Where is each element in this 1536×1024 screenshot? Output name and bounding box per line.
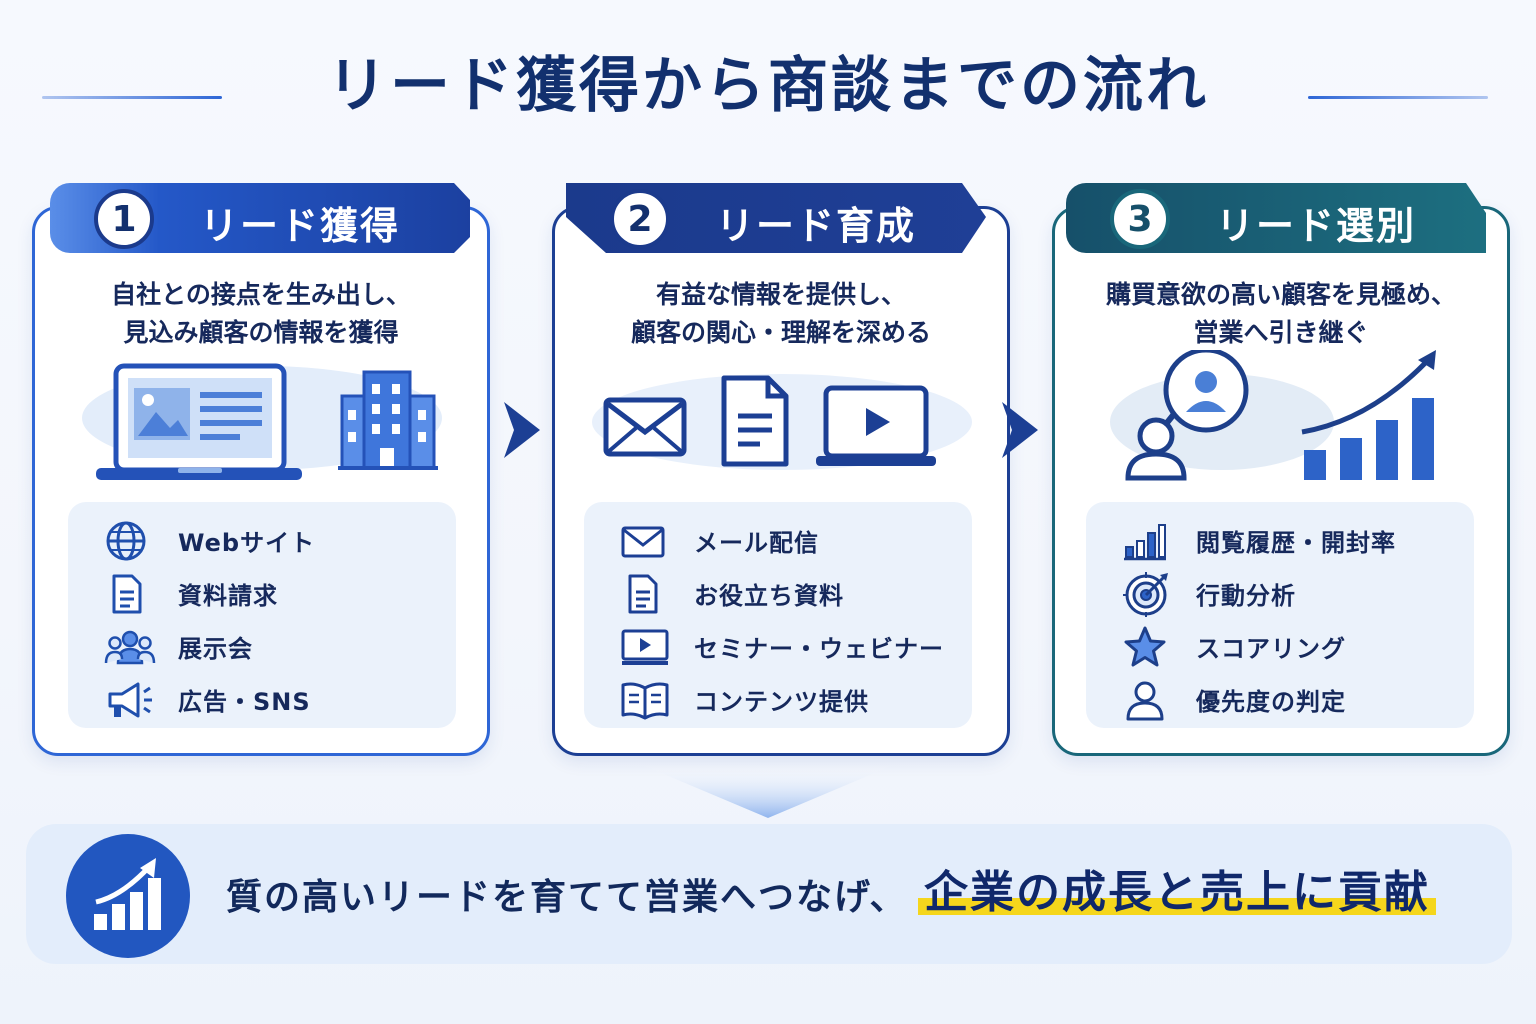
flow-down-arrow [640,764,896,820]
step-number-2: 2 [610,189,670,249]
step-list-1: Webサイト 資料請求 展示会 広告・SNS [68,502,456,728]
list-item: Webサイト [68,514,456,567]
video-laptop-icon [816,385,936,466]
building-icon [338,370,438,470]
list-item: 資料請求 [68,567,456,620]
title-divider-right [1308,96,1488,99]
envelope-icon [620,519,676,563]
magnifier-person-icon [1125,347,1249,481]
list-item-label: Webサイト [178,529,316,557]
step-description-1-line2: 見込み顧客の情報を獲得 [123,318,399,347]
list-item-label: 広告・SNS [178,688,311,716]
page-title: リード獲得から商談までの流れ [327,51,1209,121]
step-title-3: リード選別 [1216,204,1417,248]
growth-chart-icon [1301,350,1436,480]
step-illustration-1 [52,350,472,490]
title-section: リード獲得から商談までの流れ [0,38,1536,138]
step-number-3: 3 [1110,189,1170,249]
step-illustration-3 [1072,347,1492,490]
step-title-1: リード獲得 [200,204,401,248]
list-item: お役立ち資料 [584,567,972,620]
step-description-3-line2: 営業へ引き継ぐ [1193,318,1369,347]
step-description-2-line2: 顧客の関心・理解を深める [630,318,931,347]
step-illustration-2 [572,350,992,490]
conclusion-banner: 質の高いリードを育てて営業へつなげ、 企業の成長と売上に貢献 [26,824,1512,964]
step-number-1: 1 [94,189,154,249]
list-item: 展示会 [68,620,456,673]
step-description-3: 購買意欲の高い顧客を見極め、 営業へ引き継ぐ [1052,276,1510,352]
bar-chart-icon [1122,519,1178,563]
person-icon [1122,678,1178,722]
step-banner-3: 3 リード選別 [1066,183,1486,253]
list-item-label: スコアリング [1196,635,1346,663]
title-divider-left [42,96,222,99]
list-item: 行動分析 [1086,567,1474,620]
list-item-label: コンテンツ提供 [694,688,869,716]
list-item: 閲覧履歴・開封率 [1086,514,1474,567]
step-description-2: 有益な情報を提供し、 顧客の関心・理解を深める [552,276,1010,352]
list-item-label: セミナー・ウェビナー [694,635,944,663]
laptop-web-icon [96,363,302,480]
conclusion-highlight: 企業の成長と売上に貢献 [918,856,1436,920]
step-description-1: 自社との接点を生み出し、 見込み顧客の情報を獲得 [32,276,490,352]
list-item: スコアリング [1086,620,1474,673]
list-item-label: 閲覧履歴・開封率 [1196,529,1396,557]
conclusion-text: 質の高いリードを育てて営業へつなげ、 [226,877,908,918]
list-item: メール配信 [584,514,972,567]
list-item: セミナー・ウェビナー [584,620,972,673]
envelope-icon [603,397,687,457]
document-icon [620,572,676,616]
step-description-2-line1: 有益な情報を提供し、 [655,280,906,309]
star-icon [1122,625,1178,669]
list-item-label: 優先度の判定 [1196,688,1346,716]
flow-arrow-2-to-3 [1000,400,1040,460]
list-item: 広告・SNS [68,673,456,726]
target-icon [1122,571,1178,617]
flow-arrow-1-to-2 [502,400,542,460]
step-banner-1: 1 リード獲得 [50,183,470,253]
step-banner-2: 2 リード育成 [566,183,986,253]
list-item: コンテンツ提供 [584,673,972,726]
megaphone-icon [104,678,160,722]
list-item-label: メール配信 [694,529,819,557]
open-book-icon [620,678,676,722]
step-description-1-line1: 自社との接点を生み出し、 [111,280,411,309]
list-item: 優先度の判定 [1086,673,1474,726]
step-list-3: 閲覧履歴・開封率 行動分析 スコアリング 優先度の判定 [1086,502,1474,728]
list-item-label: 行動分析 [1196,582,1296,610]
growth-chart-icon [66,834,190,958]
step-description-3-line1: 購買意欲の高い顧客を見極め、 [1105,280,1456,309]
document-icon [104,572,160,616]
document-icon [721,375,789,467]
video-monitor-icon [620,625,676,669]
list-item-label: 資料請求 [178,582,278,610]
step-title-2: リード育成 [716,204,917,248]
step-list-2: メール配信 お役立ち資料 セミナー・ウェビナー コンテンツ提供 [584,502,972,728]
list-item-label: 展示会 [178,635,253,663]
people-group-icon [104,625,160,669]
list-item-label: お役立ち資料 [694,582,844,610]
globe-icon [104,519,160,563]
